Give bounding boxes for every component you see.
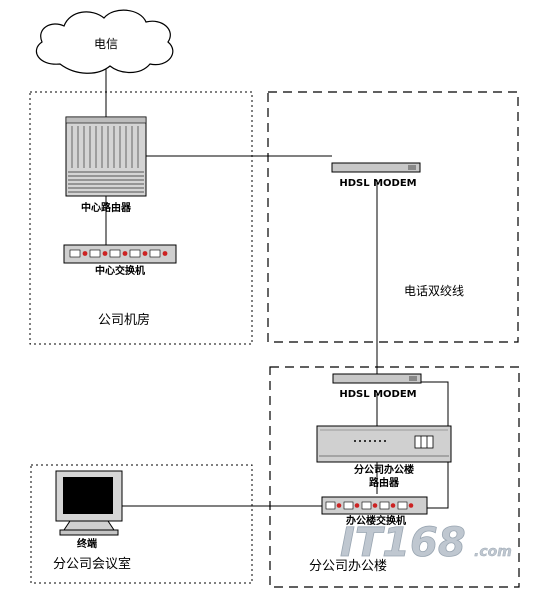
central-switch-icon — [63, 244, 177, 264]
terminal-icon — [55, 470, 123, 536]
watermark-main: IT168 — [340, 520, 466, 566]
cloud-label: 电信 — [94, 37, 118, 51]
branch-router-label-2: 路由器 — [369, 476, 400, 489]
watermark-suffix: .com — [474, 544, 512, 560]
hdsl-modem-bottom-icon — [332, 373, 422, 384]
hq-room-label: 公司机房 — [98, 312, 150, 328]
connection-lines — [105, 66, 449, 509]
branch-switch-label: 办公楼交换机 — [346, 514, 406, 527]
branch-building-box — [269, 366, 520, 588]
terminal-label: 终端 — [77, 537, 97, 550]
meeting-room-box — [30, 464, 253, 584]
hdsl-modem-top-label: HDSL MODEM — [339, 178, 416, 189]
watermark: IT168 .com — [340, 520, 512, 567]
branch-router-label-1: 分公司办公楼 — [354, 463, 414, 476]
meeting-room-label: 分公司会议室 — [53, 556, 131, 572]
cloud-icon — [36, 9, 174, 74]
central-switch-label: 中心交换机 — [95, 264, 145, 277]
central-router-label: 中心路由器 — [81, 201, 132, 214]
branch-switch-icon — [321, 496, 428, 515]
central-router-icon — [65, 116, 147, 197]
branch-building-label: 分公司办公楼 — [309, 559, 387, 574]
hdsl-modem-bottom-label: HDSL MODEM — [339, 389, 416, 400]
phone-line-label: 电话双绞线 — [404, 283, 464, 298]
hdsl-modem-top-icon — [331, 162, 421, 173]
branch-router-icon — [316, 425, 452, 463]
hq-room-box — [29, 91, 253, 345]
modem-zone-box — [267, 91, 519, 343]
